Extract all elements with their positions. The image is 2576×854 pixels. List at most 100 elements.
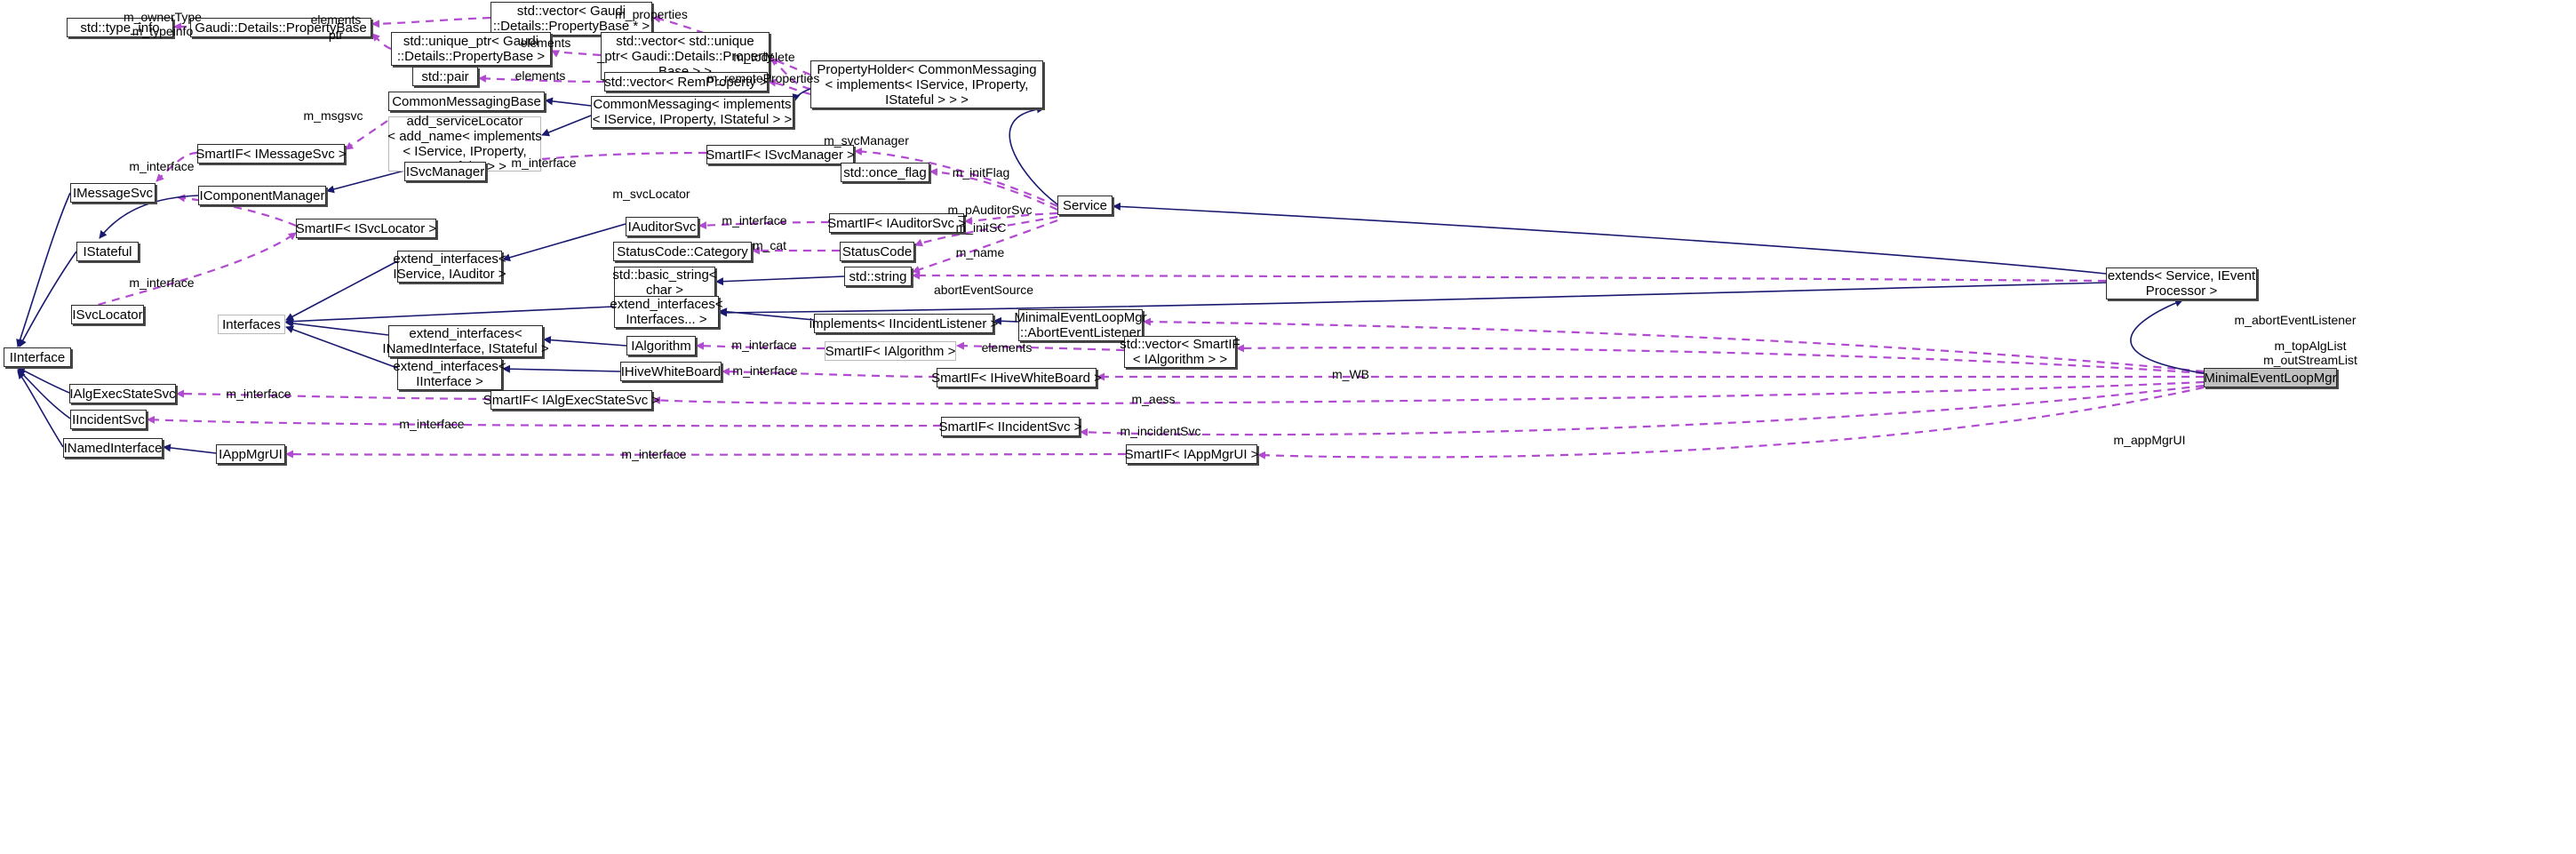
class-node[interactable]: MinimalEventLoopMgr ::AbortEventListener (1014, 309, 1147, 341)
class-node[interactable]: IInterface (4, 347, 71, 367)
edge-inheritance (541, 115, 592, 137)
edge-usage (768, 78, 811, 96)
class-node[interactable]: IStateful (76, 242, 139, 261)
class-node[interactable]: IMessageSvc (70, 183, 156, 203)
class-node[interactable]: extend_interfaces< IService, IAuditor > (393, 251, 506, 283)
edge-usage (1143, 317, 2205, 373)
edge-label: m_ownerType m_typeinfo (124, 10, 202, 38)
class-node[interactable]: Interfaces (218, 315, 285, 334)
class-node[interactable]: IComponentManager (198, 186, 326, 205)
class-node-label: SmartIF< ISvcManager > (706, 147, 855, 163)
edge-label: elements (520, 36, 571, 50)
edge-usage (478, 74, 605, 84)
class-node[interactable]: extends< Service, IEvent Processor > (2106, 267, 2257, 299)
class-node[interactable]: implements< IIncidentListener > (809, 314, 998, 333)
class-node[interactable]: ISvcManager (404, 162, 486, 181)
class-node[interactable]: StatusCode::Category (613, 242, 752, 261)
class-node[interactable]: Service (1057, 196, 1113, 215)
edge-usage (1236, 344, 2205, 375)
class-node[interactable]: SmartIF< IAuditorSvc > (827, 213, 966, 233)
class-node-label: SmartIF< IAuditorSvc > (827, 215, 966, 231)
class-node[interactable]: SmartIF< ISvcLocator > (296, 219, 436, 238)
edge-usage (486, 151, 707, 169)
edge-inheritance (502, 223, 626, 262)
class-node-label: extend_interfaces< IInterface > (393, 359, 506, 389)
class-node[interactable]: MinimalEventLoopMgr (2204, 368, 2337, 387)
class-node[interactable]: INamedInterface (63, 438, 163, 458)
class-node[interactable]: std::vector< SmartIF < IAlgorithm > > (1120, 336, 1240, 368)
class-node-label: std::basic_string< char > (612, 267, 717, 298)
edge-inheritance (16, 192, 71, 347)
class-node[interactable]: extend_interfaces< Interfaces... > (610, 296, 723, 328)
edge-label: m_initFlag (952, 165, 1010, 180)
class-node[interactable]: IAlgExecStateSvc (69, 384, 176, 403)
edge-usage (285, 450, 1127, 459)
class-node[interactable]: SmartIF< IAlgorithm > (825, 341, 956, 361)
class-node[interactable]: CommonMessagingBase (388, 92, 545, 111)
edge-usage (147, 415, 942, 427)
class-node[interactable]: SmartIF< IAlgExecStateSvc > (483, 390, 659, 410)
class-node[interactable]: std::string (844, 267, 912, 286)
class-node-label: SmartIF< ISvcLocator > (295, 220, 437, 236)
edge-inheritance (1113, 202, 2107, 275)
class-node-label: SmartIF< IHiveWhiteBoard > (931, 370, 1102, 386)
class-node[interactable]: StatusCode (840, 242, 914, 261)
class-node-label: IComponentManager (199, 188, 325, 204)
class-node-label: IAuditorSvc (627, 219, 697, 235)
class-node[interactable]: SmartIF< IIncidentSvc > (939, 417, 1081, 436)
edge-inheritance (1009, 105, 1058, 205)
class-node-label: std::pair (421, 68, 469, 84)
class-node-label: ISvcManager (405, 164, 485, 180)
class-node[interactable]: std::once_flag (841, 163, 929, 182)
class-node-label: extends< Service, IEvent Processor > (2107, 268, 2256, 299)
class-node[interactable]: std::type_info (67, 18, 173, 37)
class-node[interactable]: SmartIF< IMessageSvc > (195, 144, 347, 164)
class-node[interactable]: IAlgorithm (626, 336, 696, 355)
class-node-label: SmartIF< IAppMgrUI > (1124, 446, 1259, 462)
class-node[interactable]: IIncidentSvc (70, 410, 147, 429)
edge-label: m_interface (732, 363, 798, 378)
edge-label: m_properties (615, 7, 688, 21)
edge-inheritance (285, 260, 398, 321)
class-node[interactable]: CommonMessaging< implements < IService, … (591, 96, 794, 128)
class-node-label: PropertyHolder< CommonMessaging < implem… (817, 61, 1037, 108)
edge-label: m_abortEventListener (2234, 313, 2357, 327)
class-node[interactable]: IAppMgrUI (216, 444, 285, 464)
class-node[interactable]: std::vector< RemProperty > (604, 72, 768, 92)
class-node-label: std::vector< std::unique _ptr< Gaudi::De… (597, 33, 774, 79)
edge-usage (698, 220, 830, 230)
edge-usage (652, 380, 2205, 405)
class-node[interactable]: SmartIF< ISvcManager > (706, 145, 855, 164)
class-node[interactable]: extend_interfaces< IInterface > (393, 358, 506, 390)
class-node[interactable]: PropertyHolder< CommonMessaging < implem… (810, 60, 1043, 108)
class-node-label: Service (1062, 197, 1108, 213)
class-node[interactable]: IHiveWhiteBoard (620, 362, 722, 381)
edge-label: m_interface (722, 213, 787, 227)
class-node-label: extend_interfaces< Interfaces... > (610, 297, 723, 327)
edge-label: m_incidentSvc (1120, 424, 1201, 438)
class-node[interactable]: Gaudi::Details::PropertyBase (190, 18, 371, 37)
class-node-label: extend_interfaces< IService, IAuditor > (393, 251, 506, 282)
edge-label: m_svcLocator (612, 187, 690, 201)
edge-usage (722, 367, 937, 379)
class-node-label: std::vector< SmartIF < IAlgorithm > > (1120, 337, 1240, 367)
edge-label: m_interface (129, 275, 195, 290)
class-node-label: IMessageSvc (72, 185, 154, 201)
class-node-label: IHiveWhiteBoard (620, 363, 722, 379)
class-node[interactable]: SmartIF< IHiveWhiteBoard > (931, 368, 1102, 387)
edge-label: m_todelete (733, 50, 795, 64)
class-node[interactable]: SmartIF< IAppMgrUI > (1124, 444, 1259, 464)
class-node[interactable]: std::vector< Gaudi ::Details::PropertyBa… (490, 2, 652, 36)
edge-label: m_interface (399, 417, 465, 431)
class-node[interactable]: ISvcLocator (71, 305, 144, 324)
class-node[interactable]: std::basic_string< char > (612, 267, 717, 299)
class-node[interactable]: std::pair (412, 67, 478, 86)
edge-inheritance (545, 97, 592, 107)
class-node[interactable]: std::unique_ptr< Gaudi ::Details::Proper… (391, 32, 551, 66)
class-node-label: extend_interfaces< INamedInterface, ISta… (382, 326, 549, 356)
edge-usage (914, 215, 1058, 247)
class-node[interactable]: extend_interfaces< INamedInterface, ISta… (382, 325, 549, 357)
class-node[interactable]: IAuditorSvc (626, 217, 698, 236)
